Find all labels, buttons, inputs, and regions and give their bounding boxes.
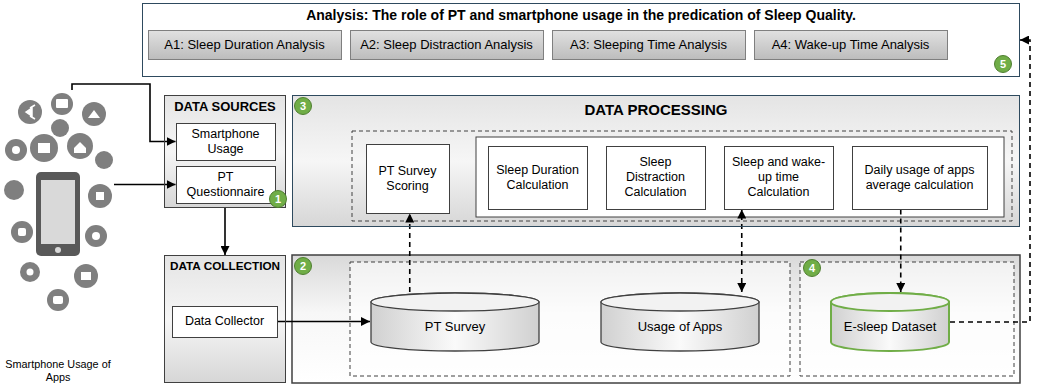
callout-number: 5 xyxy=(994,55,1012,73)
analysis-box: A1: Sleep Duration Analysis xyxy=(148,30,342,60)
dashed-group xyxy=(800,262,1014,376)
connector-arrow xyxy=(900,210,902,293)
source-box: Smartphone Usage xyxy=(176,123,276,161)
heading-text: Analysis: The role of PT and smartphone … xyxy=(306,7,856,24)
cylinder-body xyxy=(371,293,539,351)
cylinder-body xyxy=(601,293,759,351)
callout-text: 1 xyxy=(275,194,281,205)
connector-arrow xyxy=(409,214,411,293)
connector-arrow xyxy=(224,208,226,255)
process-box: Sleep Distraction Calculation xyxy=(606,146,706,210)
box-label: A4: Wake-up Time Analysis xyxy=(772,37,930,53)
connector-arrow xyxy=(741,210,743,293)
box-label: Sleep Duration Calculation xyxy=(494,163,582,193)
heading-text: DATA SOURCES xyxy=(174,99,276,115)
analysis-box: A2: Sleep Distraction Analysis xyxy=(350,30,544,60)
box-label: Daily usage of apps average calculation xyxy=(858,163,982,193)
box-label: PT Survey Scoring xyxy=(372,164,444,194)
collector-box: Data Collector xyxy=(172,306,278,338)
callout-text: 3 xyxy=(300,101,306,112)
panel-ground xyxy=(292,95,1020,227)
box-label: Usage of Apps xyxy=(638,319,723,335)
callout-number: 4 xyxy=(803,259,821,277)
cylinder-top xyxy=(831,293,949,311)
box-label: Data Collector xyxy=(185,314,264,329)
cylinder-body xyxy=(831,293,949,351)
connector-arrow xyxy=(114,184,176,186)
callout-number: 1 xyxy=(269,190,287,208)
dashed-group xyxy=(352,131,1012,221)
database-cylinder: PT Survey xyxy=(370,292,540,352)
cylinder-top xyxy=(601,293,759,311)
panel-ground xyxy=(142,3,1020,77)
database-cylinder: E-sleep Dataset xyxy=(830,292,950,352)
process-box: Sleep and wake-up time Calculation xyxy=(724,146,834,210)
collection-panel: DATA COLLECTION Data Collector xyxy=(164,255,286,383)
box-label: PT Questionnaire xyxy=(182,170,270,200)
process-box: Daily usage of apps average calculation xyxy=(852,146,988,210)
dashed-group xyxy=(350,262,790,376)
box-label: Smartphone Usage xyxy=(182,127,270,157)
panel-ground xyxy=(164,255,286,383)
analysis-box: A4: Wake-up Time Analysis xyxy=(754,30,948,60)
sources-panel: DATA SOURCES Smartphone Usage PT Questionn… xyxy=(164,95,286,208)
connector-arrow xyxy=(72,84,176,142)
apps-illustration-node: Smartphone Usage of Apps xyxy=(2,90,114,386)
panel-ground xyxy=(164,95,286,208)
callout-text: 4 xyxy=(809,263,815,274)
apps-illustration xyxy=(4,93,113,311)
box-label: Sleep and wake-up time Calculation xyxy=(730,155,828,200)
callout-number: 3 xyxy=(294,97,312,115)
box-label: PT Survey xyxy=(425,319,485,335)
box-label: E-sleep Dataset xyxy=(844,319,937,335)
heading-text: DATA PROCESSING xyxy=(584,101,727,119)
box-label: A1: Sleep Duration Analysis xyxy=(164,37,324,53)
storage-panel xyxy=(292,255,1020,383)
box-label: A3: Sleeping Time Analysis xyxy=(570,37,727,53)
processing-panel: DATA PROCESSING PT Survey Scoring Sleep Du… xyxy=(292,95,1020,227)
analysis-panel: Analysis: The role of PT and smartphone … xyxy=(142,3,1020,77)
process-box: Sleep Duration Calculation xyxy=(488,146,588,210)
heading-text: DATA COLLECTION xyxy=(170,259,280,273)
callout-text: 5 xyxy=(1000,59,1006,70)
callout-number: 2 xyxy=(294,257,312,275)
box-label: Sleep Distraction Calculation xyxy=(612,155,700,200)
callout-text: 2 xyxy=(300,261,306,272)
box-label: A2: Sleep Distraction Analysis xyxy=(360,37,533,53)
cylinder-top xyxy=(371,293,539,311)
group-frame xyxy=(476,137,1004,217)
connector-arrow xyxy=(278,321,371,323)
database-cylinder: Usage of Apps xyxy=(600,292,760,352)
process-box: PT Survey Scoring xyxy=(366,144,450,214)
analysis-box: A3: Sleeping Time Analysis xyxy=(552,30,746,60)
heading-text: Smartphone Usage of Apps xyxy=(4,358,112,384)
source-box: PT Questionnaire xyxy=(176,166,276,204)
